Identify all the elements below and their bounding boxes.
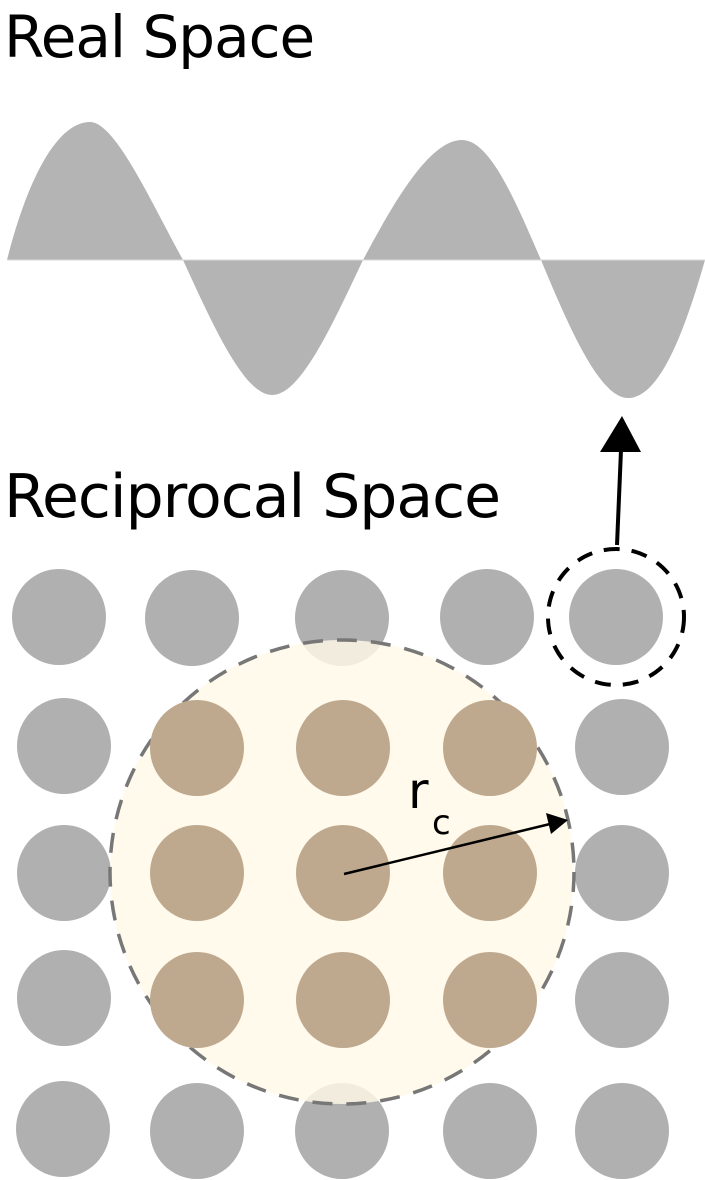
lattice-point (12, 569, 106, 665)
fourier-arrow (600, 416, 641, 546)
lattice-point (575, 952, 669, 1048)
reciprocal-space-title: Reciprocal Space (4, 462, 501, 532)
real-space-title: Real Space (4, 3, 315, 71)
lattice-point (295, 1083, 389, 1179)
lattice-points-inside-cutoff (150, 700, 537, 1048)
lattice-point (16, 1081, 110, 1177)
lattice-point-inside (443, 952, 537, 1048)
lattice-point (17, 950, 111, 1046)
radius-arrow (343, 813, 568, 876)
lattice-point (150, 1083, 244, 1179)
lattice-point (443, 1083, 537, 1179)
lattice-grid (12, 569, 669, 1179)
lattice-point (145, 570, 239, 666)
lattice-point-inside (443, 825, 537, 921)
lattice-point-inside (150, 952, 244, 1048)
lattice-point (440, 569, 534, 665)
radius-label-subscript: c (432, 803, 451, 843)
lattice-point (17, 825, 111, 921)
lattice-point-highlighted (569, 569, 663, 665)
lattice-point-inside (150, 825, 244, 921)
lattice-point-inside (296, 700, 390, 796)
lattice-point-inside (296, 825, 390, 921)
real-space-wave (7, 122, 705, 398)
lattice-point (575, 825, 669, 921)
lattice-point (17, 698, 111, 794)
highlight-ring (546, 547, 686, 687)
lattice-point-inside (150, 700, 244, 796)
lattice-point-inside (296, 952, 390, 1048)
radius-label: r (408, 762, 429, 820)
lattice-point (575, 1083, 669, 1179)
lattice-point (575, 699, 669, 795)
lattice-point-inside (443, 700, 537, 796)
